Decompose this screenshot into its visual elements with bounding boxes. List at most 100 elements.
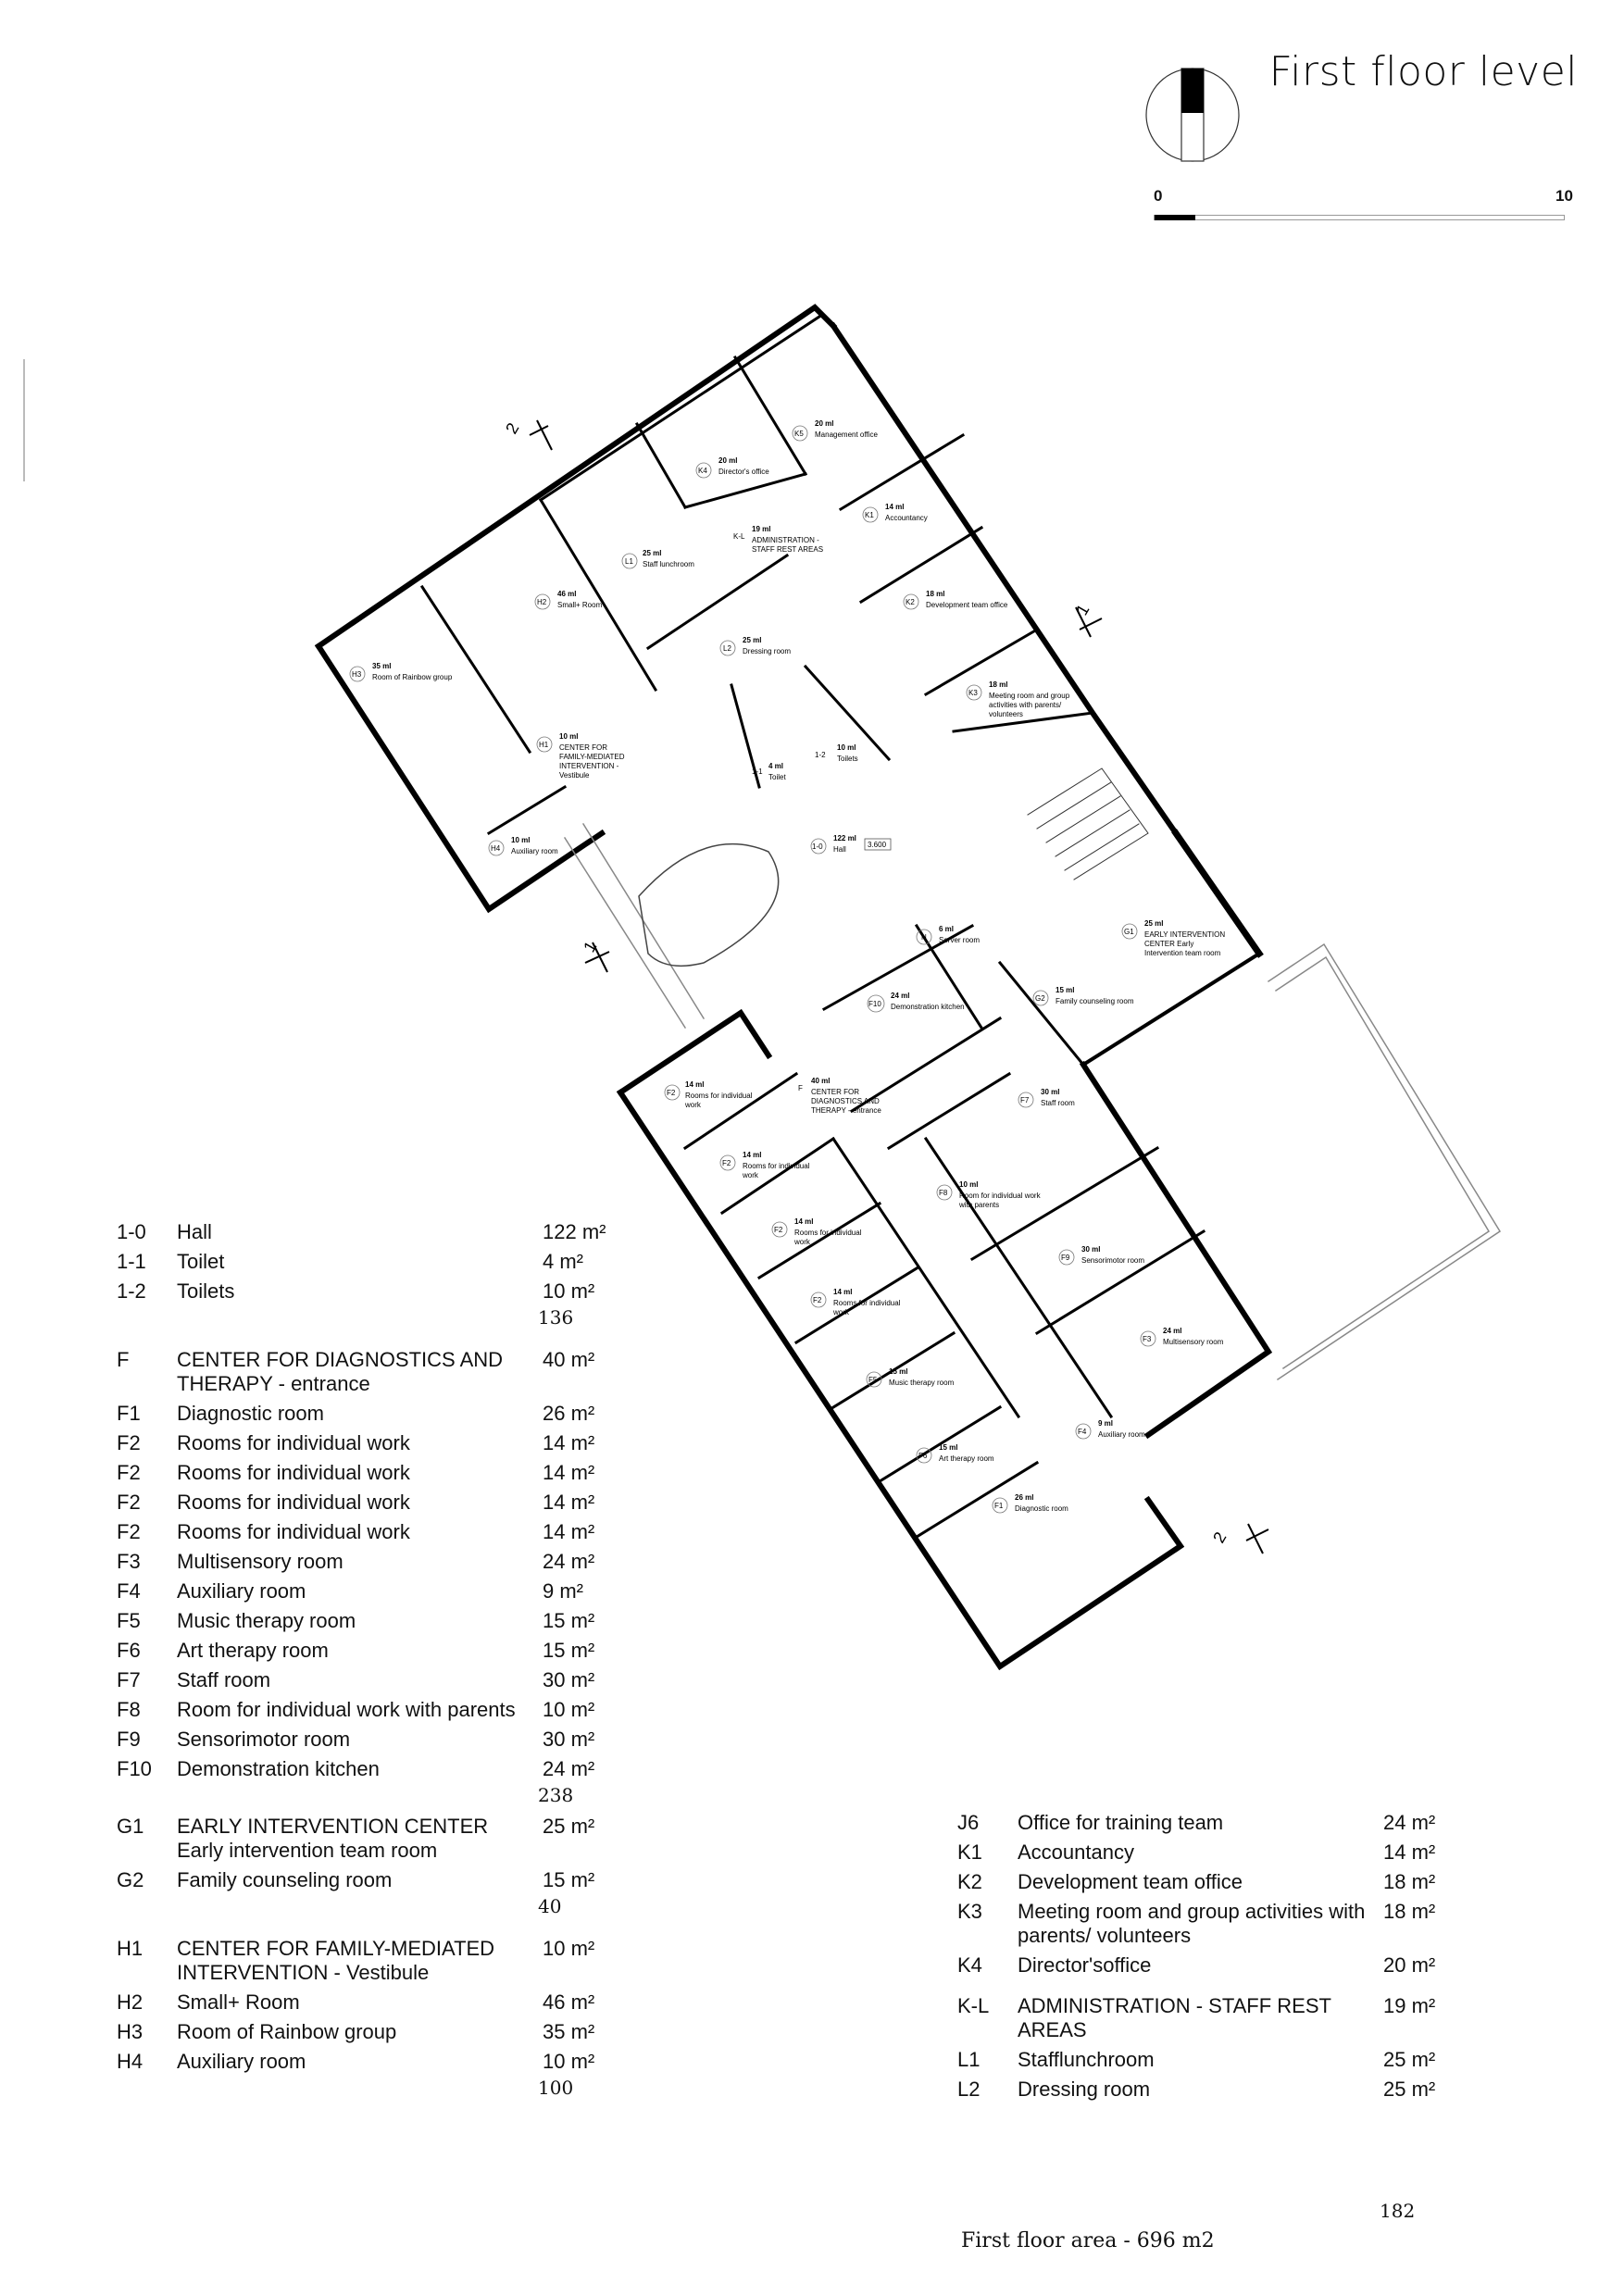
- staircase: [1027, 767, 1149, 880]
- svg-text:Staff room: Staff room: [1041, 1099, 1075, 1107]
- svg-text:Music therapy room: Music therapy room: [889, 1379, 955, 1387]
- legend-code: F: [117, 1348, 130, 1371]
- legend-room-name: Room for individual work with parents: [177, 1698, 516, 1721]
- legend-room-name: ADMINISTRATION - STAFF REST AREAS: [1018, 1994, 1331, 2041]
- legend-room-name: Development team office: [1018, 1870, 1243, 1893]
- page-title: First floor level: [1268, 48, 1578, 95]
- legend-subtotal: 40: [538, 1895, 562, 1917]
- svg-text:CENTER FOR: CENTER FOR: [559, 743, 607, 752]
- hall-light-well: [638, 842, 780, 967]
- svg-text:10 ml: 10 ml: [511, 836, 530, 844]
- legend-area: 122 m²: [543, 1220, 606, 1243]
- svg-text:Server room: Server room: [939, 936, 980, 944]
- legend-area: 40 m²: [543, 1348, 595, 1371]
- room-label-f5: F5 15 ml Music therapy room: [866, 1367, 955, 1388]
- south-partitions: [682, 923, 1206, 1540]
- svg-text:30 ml: 30 ml: [1081, 1245, 1100, 1254]
- north-arrow-icon: [1145, 68, 1240, 162]
- legend-code: F9: [117, 1728, 141, 1751]
- svg-text:volunteers: volunteers: [989, 710, 1023, 718]
- legend-code: F2: [117, 1491, 141, 1514]
- svg-text:Dressing room: Dressing room: [743, 647, 791, 655]
- room-label-k3: K3 18 ml Meeting room and group activiti…: [966, 680, 1070, 718]
- svg-text:F: F: [798, 1084, 803, 1092]
- svg-text:122 ml: 122 ml: [833, 834, 856, 842]
- room-label-k2: K2 18 ml Development team office: [903, 590, 1008, 610]
- svg-text:4 ml: 4 ml: [768, 762, 783, 770]
- svg-text:1-0: 1-0: [812, 842, 823, 851]
- legend-code: F2: [117, 1461, 141, 1484]
- svg-text:EARLY INTERVENTION: EARLY INTERVENTION: [1144, 930, 1225, 939]
- svg-text:THERAPY - entrance: THERAPY - entrance: [811, 1106, 881, 1115]
- section-1-right-label: 1: [1072, 601, 1093, 618]
- svg-text:G1: G1: [1124, 928, 1134, 936]
- svg-text:35 ml: 35 ml: [372, 662, 391, 670]
- svg-text:Vestibule: Vestibule: [559, 771, 590, 780]
- legend-area: 14 m²: [1383, 1841, 1436, 1864]
- legend-code: H4: [117, 2050, 144, 2073]
- svg-text:INTERVENTION -: INTERVENTION -: [559, 762, 619, 770]
- legend-room-name: Sensorimotor room: [177, 1728, 351, 1751]
- north-partitions: [419, 312, 1094, 836]
- room-label-f1: F1 26 ml Diagnostic room: [992, 1493, 1068, 1514]
- legend-room-name: Meeting room and group activities with p…: [1018, 1900, 1366, 1947]
- svg-text:Accountancy: Accountancy: [885, 514, 928, 522]
- scale-bar-fill: [1155, 215, 1195, 220]
- svg-text:14 ml: 14 ml: [743, 1151, 761, 1159]
- legend-code: F3: [117, 1550, 141, 1573]
- room-label-f2-c: F2 14 ml Rooms for individual work: [771, 1217, 862, 1246]
- svg-text:19 ml: 19 ml: [752, 525, 770, 533]
- svg-text:Demonstration kitchen: Demonstration kitchen: [891, 1003, 965, 1011]
- svg-text:Room for individual work: Room for individual work: [959, 1192, 1042, 1200]
- svg-text:Staff lunchroom: Staff lunchroom: [643, 560, 694, 568]
- room-label-g1: G1 25 ml EARLY INTERVENTION CENTER Early…: [1121, 919, 1225, 957]
- svg-text:25 ml: 25 ml: [1144, 919, 1163, 928]
- legend-area: 30 m²: [543, 1728, 595, 1751]
- svg-text:Director's office: Director's office: [718, 468, 769, 476]
- svg-text:H3: H3: [352, 670, 362, 679]
- legend-code: L2: [957, 2078, 981, 2101]
- legend-code: H2: [117, 1990, 144, 2014]
- room-label-f9: F9 30 ml Sensorimotor room: [1058, 1245, 1144, 1266]
- svg-text:10 ml: 10 ml: [959, 1180, 978, 1189]
- room-label-hall: 1-0 122 ml Hall 3.600: [810, 834, 892, 855]
- legend-room-name: CENTER FOR DIAGNOSTICS AND THERAPY - ent…: [177, 1348, 504, 1395]
- south-wing-west-wall: [616, 1008, 773, 1097]
- svg-text:14 ml: 14 ml: [885, 503, 904, 511]
- svg-text:F2: F2: [774, 1226, 783, 1234]
- svg-text:46 ml: 46 ml: [557, 590, 576, 598]
- legend-area: 10 m²: [543, 2050, 595, 2073]
- room-label-f2-b: F2 14 ml Rooms for individual work: [719, 1151, 810, 1179]
- legend-code: F4: [117, 1579, 141, 1603]
- svg-text:1-1: 1-1: [752, 767, 763, 776]
- room-label-k5: K5 20 ml Management office: [792, 419, 878, 442]
- legend-room-name: Art therapy room: [177, 1639, 329, 1662]
- room-label-k4: K4 20 ml Director's office: [695, 456, 769, 479]
- svg-text:18 ml: 18 ml: [989, 680, 1007, 689]
- legend-subtotal: 182: [1380, 2200, 1416, 2222]
- legend-room-name: CENTER FOR FAMILY-MEDIATED INTERVENTION …: [177, 1937, 495, 1984]
- legend-code: F2: [117, 1431, 141, 1454]
- svg-text:25 ml: 25 ml: [743, 636, 761, 644]
- legend-area: 46 m²: [543, 1990, 595, 2014]
- svg-text:Auxiliary room: Auxiliary room: [1098, 1430, 1145, 1439]
- room-label-g2: G2 15 ml Family counseling room: [1032, 986, 1134, 1006]
- svg-text:K-L: K-L: [733, 532, 745, 541]
- legend-room-name: EARLY INTERVENTION CENTER Early interven…: [177, 1815, 489, 1862]
- room-label-l2: L2 25 ml Dressing room: [719, 636, 791, 656]
- legend-code: G2: [117, 1868, 144, 1891]
- svg-text:Hall: Hall: [833, 845, 846, 854]
- legend-area: 14 m²: [543, 1431, 595, 1454]
- svg-text:Toilet: Toilet: [768, 773, 786, 781]
